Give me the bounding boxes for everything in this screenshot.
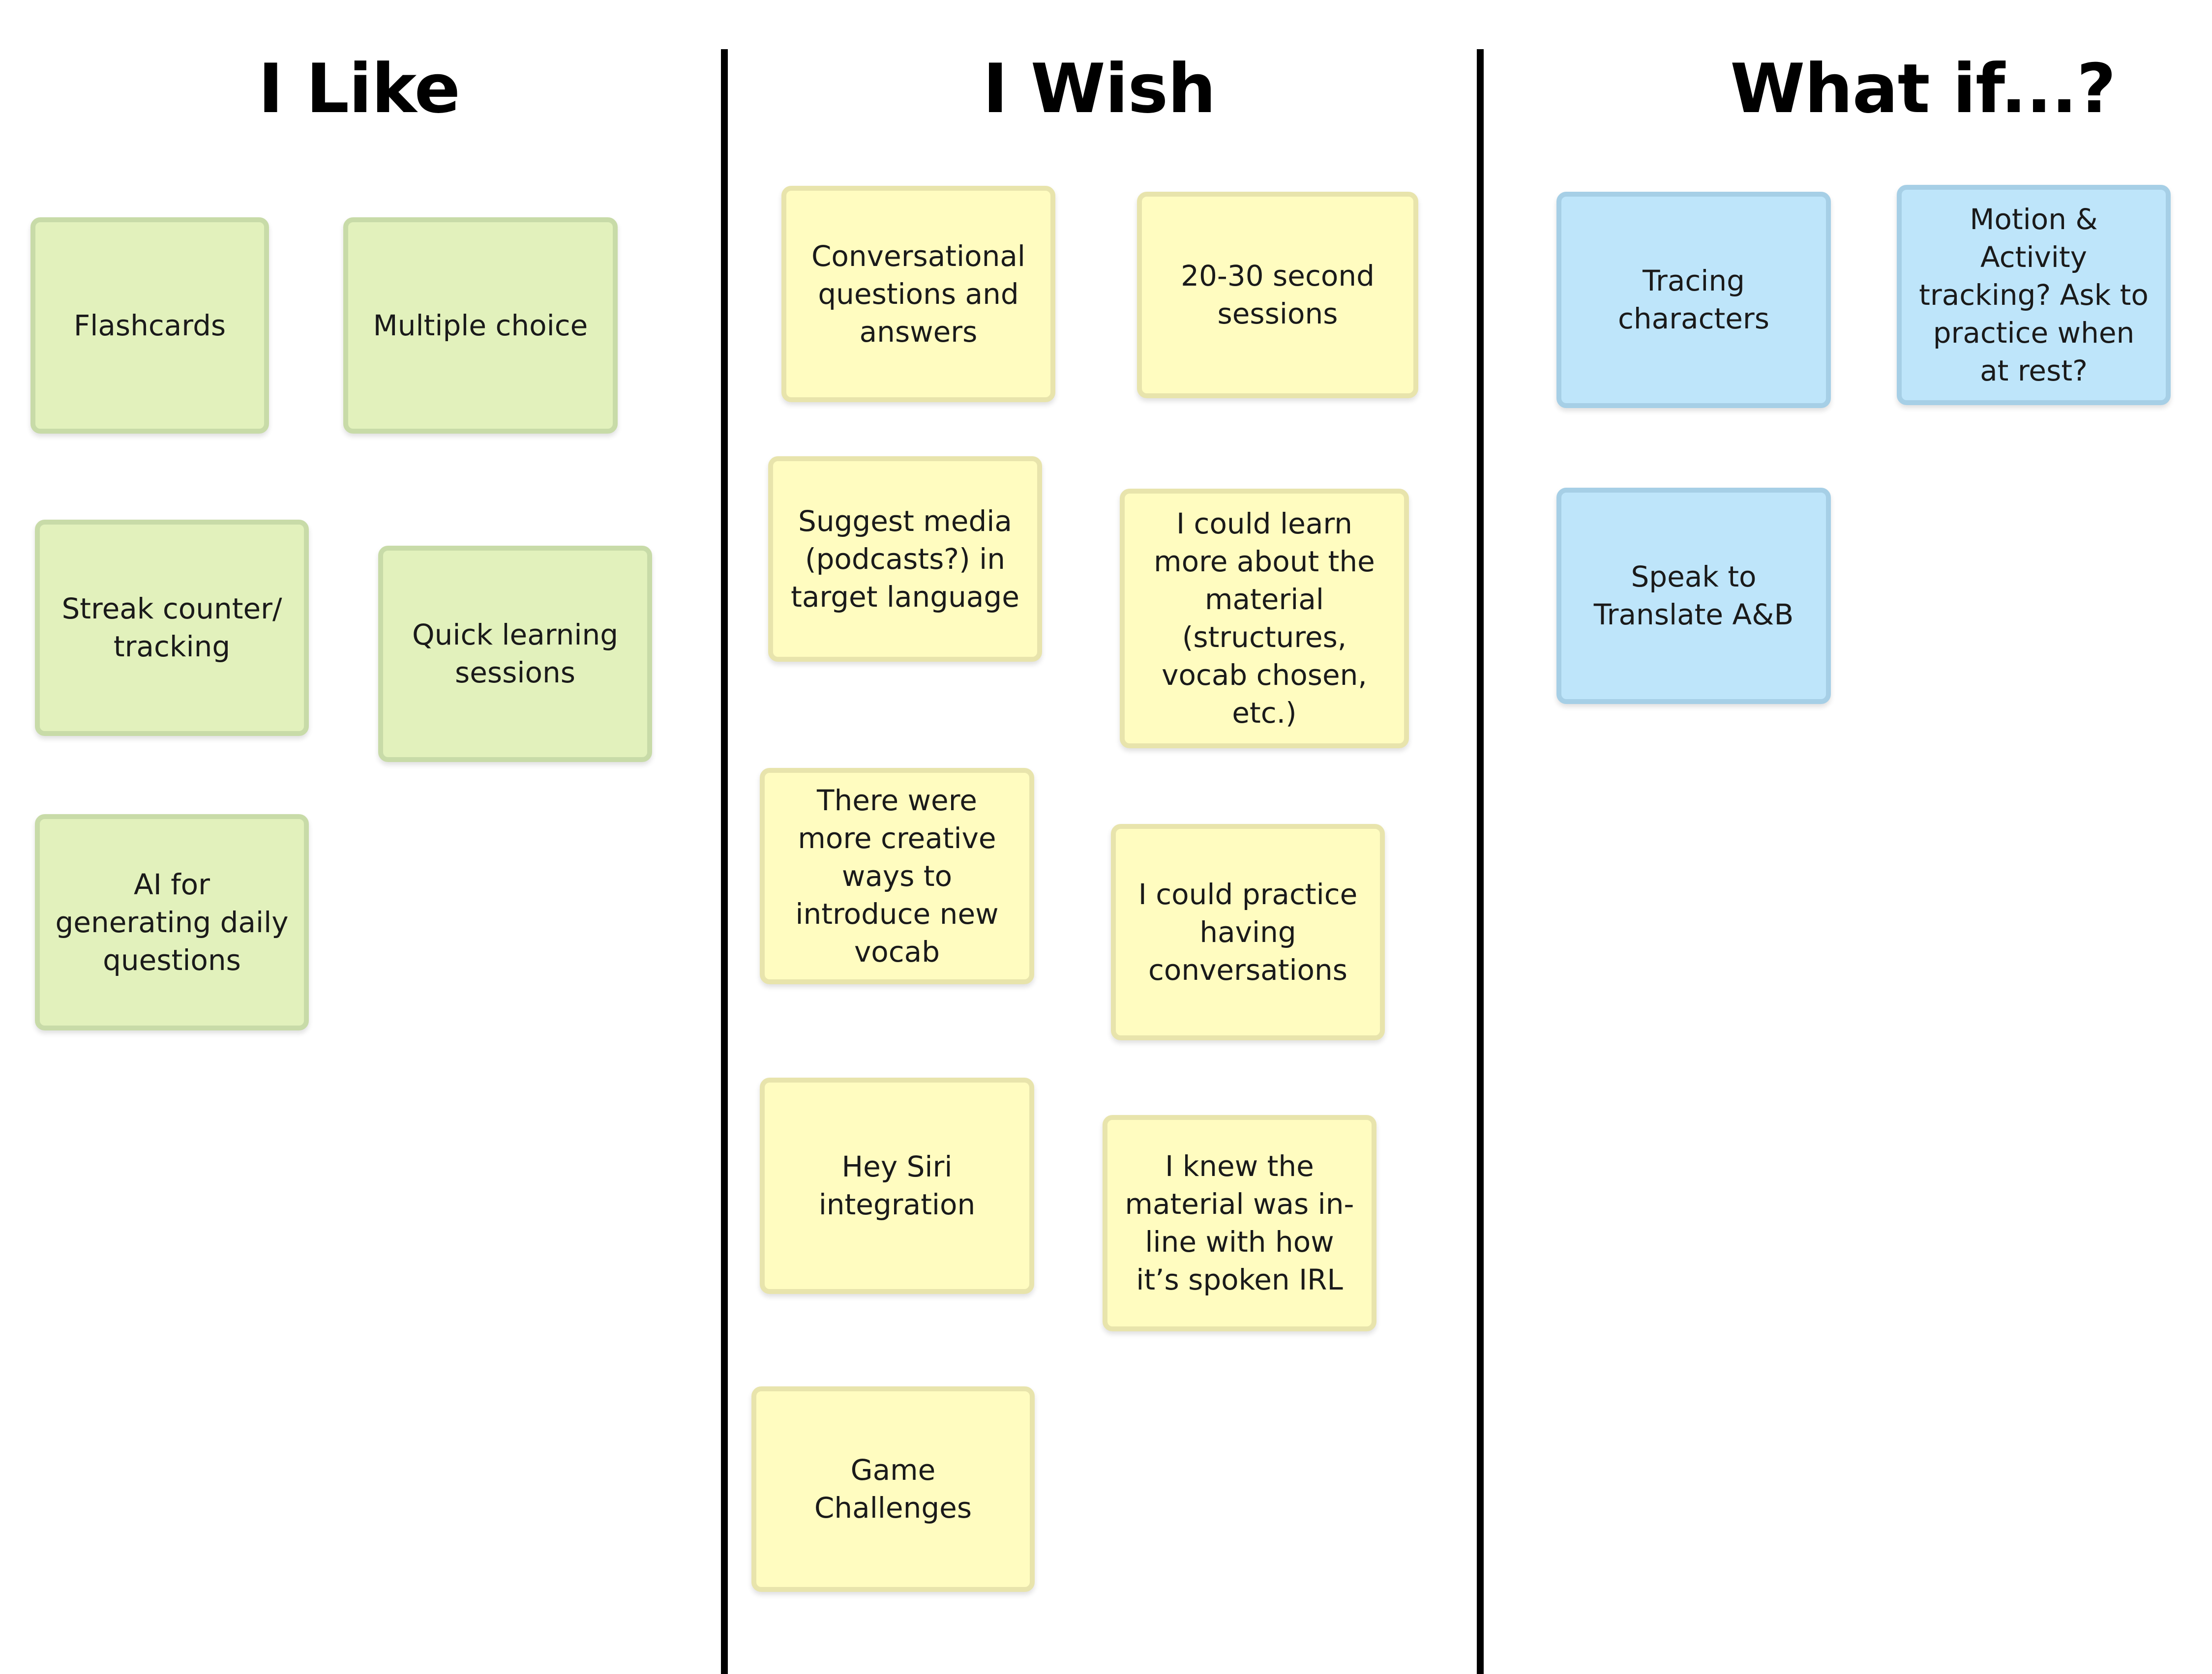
note-text: Quick learning sessions: [412, 618, 619, 689]
sticky-note-short-sessions[interactable]: 20-30 second sessions: [1137, 192, 1418, 398]
sticky-note-conversational-qa[interactable]: Conversational questions and answers: [781, 186, 1055, 402]
column-title-what-if: What if...?: [1730, 49, 2116, 128]
column-divider-left: [721, 49, 728, 1674]
note-text: Conversational questions and answers: [811, 239, 1026, 349]
note-text: Tracing characters: [1618, 264, 1769, 335]
note-text: Multiple choice: [373, 308, 588, 342]
sticky-note-game-challenges[interactable]: Game Challenges: [751, 1386, 1035, 1592]
column-divider-right: [1477, 49, 1484, 1674]
sticky-note-motion-tracking[interactable]: Motion & Activity tracking? Ask to pract…: [1897, 185, 2171, 405]
note-text: Flashcards: [73, 308, 226, 342]
sticky-note-flashcards[interactable]: Flashcards: [30, 217, 269, 434]
note-text: Suggest media (podcasts?) in target lang…: [791, 504, 1019, 614]
note-text: I could learn more about the material (s…: [1154, 507, 1375, 730]
sticky-note-ai-daily-questions[interactable]: AI for generating daily questions: [35, 814, 309, 1030]
sticky-note-creative-vocab[interactable]: There were more creative ways to introdu…: [760, 768, 1034, 984]
sticky-note-practice-conversations[interactable]: I could practice having conversations: [1111, 824, 1385, 1040]
sticky-note-hey-siri[interactable]: Hey Siri integration: [760, 1078, 1034, 1294]
note-text: 20-30 second sessions: [1181, 259, 1375, 330]
note-text: Hey Siri integration: [818, 1150, 976, 1221]
note-text: I knew the material was in-line with how…: [1125, 1149, 1354, 1296]
note-text: There were more creative ways to introdu…: [795, 783, 999, 969]
sticky-note-speak-to-translate[interactable]: Speak to Translate A&B: [1556, 488, 1831, 704]
column-title-i-like: I Like: [258, 49, 460, 128]
sticky-note-spoken-irl[interactable]: I knew the material was in-line with how…: [1103, 1115, 1376, 1331]
note-text: Motion & Activity tracking? Ask to pract…: [1919, 202, 2149, 387]
column-title-i-wish: I Wish: [983, 49, 1216, 128]
sticky-note-quick-learning-sessions[interactable]: Quick learning sessions: [378, 546, 652, 762]
note-text: Streak counter/ tracking: [61, 592, 282, 663]
note-text: Speak to Translate A&B: [1593, 560, 1794, 631]
sticky-note-streak-counter[interactable]: Streak counter/ tracking: [35, 520, 309, 736]
sticky-note-tracing-characters[interactable]: Tracing characters: [1556, 192, 1831, 408]
note-text: AI for generating daily questions: [55, 867, 289, 977]
note-text: Game Challenges: [814, 1453, 972, 1525]
sticky-note-multiple-choice[interactable]: Multiple choice: [343, 217, 618, 434]
sticky-note-learn-material[interactable]: I could learn more about the material (s…: [1120, 489, 1409, 748]
sticky-note-suggest-media[interactable]: Suggest media (podcasts?) in target lang…: [768, 456, 1042, 662]
note-text: I could practice having conversations: [1138, 877, 1358, 987]
